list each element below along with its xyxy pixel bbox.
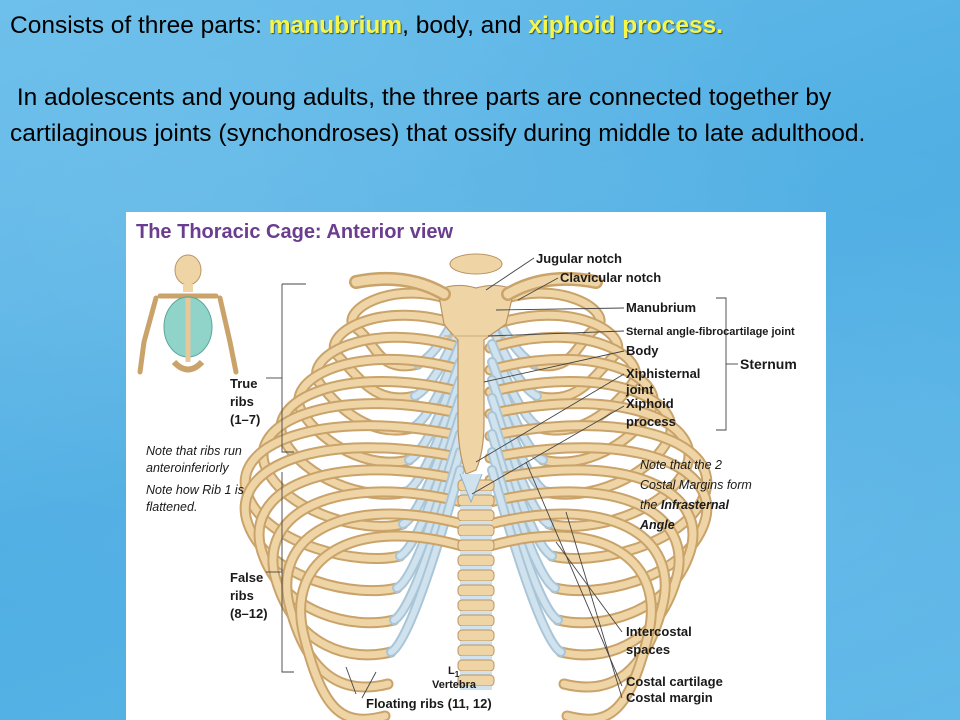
intervertebral-disc	[460, 581, 492, 585]
intervertebral-disc	[460, 671, 492, 675]
label-false-ribs-3: (8–12)	[230, 606, 268, 621]
figure-title: The Thoracic Cage: Anterior view	[136, 221, 454, 243]
intervertebral-disc	[460, 536, 492, 540]
label-intercostal-2: spaces	[626, 642, 670, 657]
parts-prefix: Consists of three parts:	[10, 12, 269, 39]
parts-middle: , body, and	[402, 12, 529, 39]
intervertebral-disc	[460, 491, 492, 495]
vertebra-segment	[457, 569, 495, 582]
xiphoid-highlight: xiphoid process.	[528, 12, 724, 39]
costal-cartilage-10-right-highlight	[489, 467, 564, 655]
parts-sentence: Consists of three parts: manubrium, body…	[10, 8, 950, 44]
intervertebral-disc	[460, 611, 492, 615]
rib-12-right-highlight	[486, 532, 655, 720]
note-left-1: Note that ribs run	[146, 444, 242, 458]
rib-12-left-highlight	[297, 532, 466, 720]
label-xiphisternal-1: Xiphisternal	[626, 366, 700, 381]
rib-10-left-highlight	[269, 488, 466, 659]
label-costal-cartilage: Costal cartilage	[626, 674, 723, 689]
rib-8-left-highlight	[241, 444, 466, 595]
rib-10-right-highlight	[486, 488, 683, 659]
vertebra-segment	[457, 614, 495, 627]
note-left-4: flattened.	[146, 500, 197, 514]
vertebral-column	[457, 479, 495, 690]
label-clavicular-notch: Clavicular notch	[560, 270, 661, 285]
manubrium-highlight: manubrium	[268, 12, 403, 39]
note-right-1: Note that the 2	[640, 458, 722, 472]
note-left-3: Note how Rib 1 is	[146, 483, 244, 497]
vertebra-segment	[457, 629, 495, 642]
label-floating-ribs: Floating ribs (11, 12)	[366, 696, 492, 711]
intervertebral-disc	[460, 656, 492, 660]
note-right-4: Angle	[639, 518, 675, 532]
rib-cage	[239, 287, 713, 720]
rib-9-right-highlight	[486, 466, 697, 627]
note-right-3: the Infrasternal	[640, 498, 729, 512]
label-intercostal-1: Intercostal	[626, 624, 692, 639]
label-xiphoid-1: Xiphoid	[626, 396, 674, 411]
vertebra-segment	[457, 554, 495, 567]
label-xiphoid-2: process	[626, 414, 676, 429]
vertebra-segment	[457, 494, 495, 507]
costal-cartilage-9-left-highlight	[391, 449, 463, 623]
slide-text: Consists of three parts: manubrium, body…	[10, 8, 950, 152]
rib-9-left-highlight	[255, 466, 466, 627]
vertebra-segment	[457, 509, 495, 522]
sternum-bone	[349, 253, 603, 504]
vertebra-segment	[457, 644, 495, 657]
label-vertebra-l: L1	[448, 665, 460, 679]
intervertebral-disc	[460, 551, 492, 555]
costal-cartilage-6-right-highlight	[489, 395, 552, 527]
vertebra-segment	[457, 539, 495, 552]
label-jugular-notch: Jugular notch	[536, 251, 622, 266]
costal-cartilage-10-left-highlight	[388, 467, 463, 655]
rib-8-right-highlight	[486, 444, 711, 595]
note-right-2: Costal Margins form	[640, 478, 752, 492]
costal-cartilage-8-left-highlight	[394, 431, 463, 591]
vertebra-segment	[457, 524, 495, 537]
intervertebral-disc	[460, 596, 492, 600]
rib-11-right-highlight	[486, 510, 669, 691]
intervertebral-disc	[460, 686, 492, 690]
figure-labels: The Thoracic Cage: Anterior view Jugular…	[136, 221, 797, 711]
synchondroses-paragraph: In adolescents and young adults, the thr…	[10, 84, 866, 147]
leader-lines	[266, 257, 738, 699]
label-false-ribs-1: False	[230, 570, 263, 585]
label-xiphisternal-2: joint	[625, 382, 654, 397]
note-left-2: anteroinferiorly	[146, 461, 229, 475]
label-vertebra: Vertebra	[432, 679, 477, 691]
intervertebral-disc	[460, 506, 492, 510]
thoracic-cage-diagram: The Thoracic Cage: Anterior view Jugular…	[136, 221, 797, 720]
intervertebral-disc	[460, 566, 492, 570]
intervertebral-disc	[460, 626, 492, 630]
intervertebral-disc	[460, 641, 492, 645]
rib-11-left-highlight	[283, 510, 466, 691]
label-sternum: Sternum	[740, 356, 797, 372]
label-sternal-angle: Sternal angle-fibrocartilage joint	[626, 326, 795, 338]
label-false-ribs-2: ribs	[230, 588, 254, 603]
label-body: Body	[626, 343, 659, 358]
label-true-ribs-1: True	[230, 376, 257, 391]
costal-cartilage-9-right-highlight	[489, 449, 561, 623]
costal-cartilage-2-right-highlight	[489, 323, 540, 399]
costal-cartilage-6-left-highlight	[400, 395, 463, 527]
intervertebral-disc	[460, 521, 492, 525]
label-true-ribs-2: ribs	[230, 394, 254, 409]
label-manubrium: Manubrium	[626, 300, 696, 315]
label-true-ribs-3: (1–7)	[230, 412, 260, 427]
label-costal-margin: Costal margin	[626, 690, 713, 705]
vertebra-segment	[457, 659, 495, 672]
thoracic-cage-figure: The Thoracic Cage: Anterior view Jugular…	[126, 212, 826, 720]
vertebra-segment	[457, 584, 495, 597]
vertebra-segment	[457, 599, 495, 612]
costal-cartilage-8-right-highlight	[489, 431, 558, 591]
skeleton-thumbnail-icon	[137, 254, 239, 375]
